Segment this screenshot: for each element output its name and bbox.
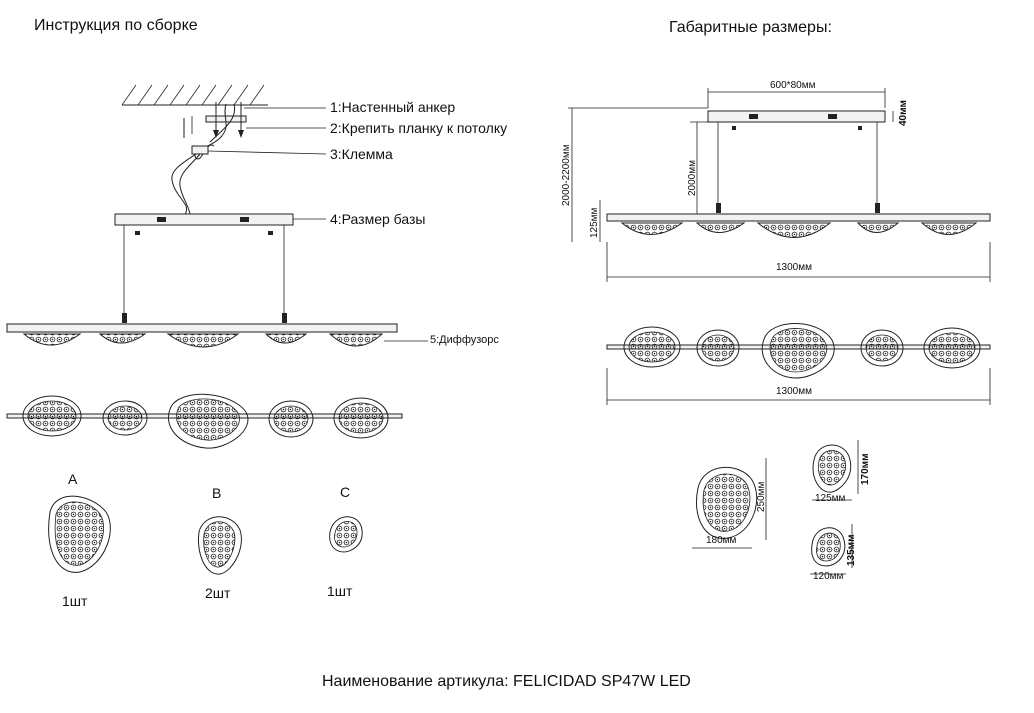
ceiling-mount-group [121, 84, 268, 217]
ceiling-hatch [121, 84, 265, 106]
callout-terminal: 3:Клемма [330, 146, 393, 162]
variant-b-qty: 2шт [205, 585, 231, 601]
dim-diffuser-c [810, 524, 853, 575]
dim-label-c-width: 120мм [813, 571, 844, 582]
dim-base-canopy [707, 110, 886, 123]
dim-label-fixture-height: 125мм [589, 207, 600, 238]
cable [179, 153, 201, 215]
fixture-side-diffusers [22, 333, 384, 348]
terminal-block [191, 145, 209, 155]
fixture-bar-side [6, 323, 398, 333]
callout-diffuser: 5:Диффузорс [430, 334, 499, 346]
variant-c-qty: 1шт [327, 583, 353, 599]
dim-side-diffusers [620, 222, 978, 238]
dim-fixture-bar-side [606, 213, 991, 222]
screw-head [213, 130, 219, 138]
dim-label-c-height: 135мм [846, 534, 857, 566]
dim-label-base: 600*80мм [770, 80, 816, 91]
variant-c-shape [329, 516, 363, 553]
screw-head [238, 130, 244, 138]
variant-a-shape [48, 495, 111, 573]
assembly-title: Инструкция по сборке [34, 17, 198, 34]
dim-label-total-height: 2000-2200мм [561, 144, 572, 206]
cable [171, 153, 197, 217]
dim-diffuser-b [812, 440, 859, 501]
cable-grip [122, 313, 127, 323]
fixture-top-diffusers [22, 393, 389, 449]
variant-b-shape [197, 516, 242, 575]
dimensions-title: Габаритные размеры: [669, 19, 832, 36]
dim-label-base-height: 40мм [898, 100, 909, 126]
dim-top-diffusers [623, 323, 981, 379]
base-slots [157, 217, 249, 222]
base-mark [268, 231, 273, 235]
dim-diffuser-a [692, 458, 767, 549]
callout-base-size: 4:Размер базы [330, 211, 426, 227]
dim-label-a-width: 180мм [706, 535, 737, 546]
base-canopy [114, 213, 294, 226]
variant-b-label: B [212, 485, 222, 501]
cable-grip [282, 313, 287, 323]
dim-label-b-width: 125мм [815, 493, 846, 504]
callout-anchor: 1:Настенный анкер [330, 99, 456, 115]
article-name-footer: Наименование артикула: FELICIDAD SP47W L… [322, 673, 691, 690]
variant-c-label: C [340, 484, 351, 500]
wire [209, 103, 236, 143]
variant-a-qty: 1шт [62, 593, 88, 609]
callout-leaders [207, 107, 428, 342]
base-mark [135, 231, 140, 235]
callout-mount-plate: 2:Крепить планку к потолку [330, 120, 508, 136]
dim-label-length-side: 1300мм [776, 262, 812, 273]
dim-label-length-top: 1300мм [776, 386, 812, 397]
variant-a-label: A [68, 471, 78, 487]
dim-label-a-height: 250мм [756, 481, 767, 512]
dim-label-cable: 2000мм [687, 160, 698, 196]
dim-label-b-height: 170мм [860, 453, 871, 485]
